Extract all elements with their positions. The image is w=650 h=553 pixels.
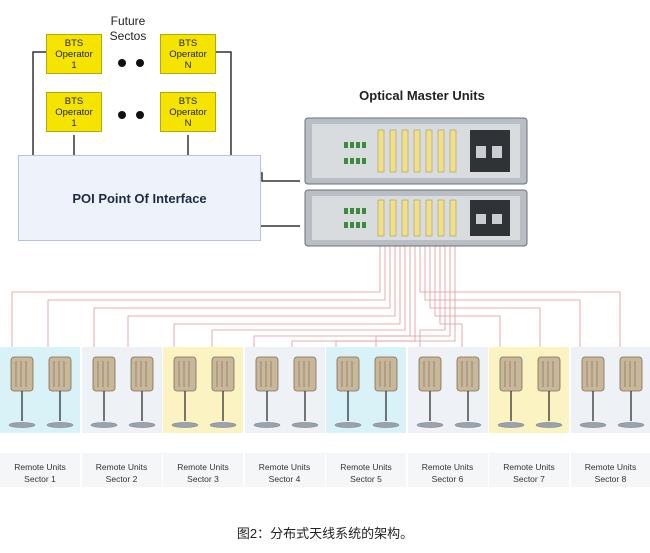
- sector-label-line2: Sector 3: [187, 474, 219, 484]
- bts-label-line1: BTS: [178, 96, 198, 107]
- remote-unit-icon: [416, 356, 443, 428]
- sector-label-line2: Sector 7: [513, 474, 545, 484]
- remote-unit-icon: [372, 356, 400, 428]
- bts-label-line1: BTS: [178, 38, 198, 49]
- sector-label-line2: Sector 2: [105, 474, 138, 484]
- remote-unit-icon: [334, 356, 362, 428]
- sector-label-line1: Remote Units: [503, 462, 555, 472]
- sector-label-line2: Sector 1: [24, 474, 56, 484]
- remote-unit-icon: [46, 356, 74, 428]
- remote-unit-icon: [90, 356, 117, 428]
- omu-title: Optical Master Units: [359, 88, 485, 103]
- rack-unit-bottom: [304, 189, 528, 247]
- bts-label-line2: Operator: [169, 107, 207, 118]
- sector-label-line1: Remote Units: [421, 462, 474, 472]
- remote-unit-icon: [171, 356, 199, 428]
- bts-label-line3: N: [184, 60, 192, 71]
- sector-6-caption-area: [407, 453, 488, 487]
- bts-label-line2: Operator: [55, 49, 93, 60]
- sector-label-line1: Remote Units: [258, 462, 311, 472]
- poi-box: POI Point Of Interface: [18, 155, 261, 241]
- bts-label-line2: Operator: [55, 107, 93, 118]
- sector-label-line2: Sector 6: [431, 474, 464, 484]
- sector-8-caption-area: [570, 453, 650, 487]
- sector-label-line1: Remote Units: [340, 462, 392, 472]
- sector-3-caption-area: [163, 453, 243, 487]
- future-label-line1: Future: [110, 14, 146, 28]
- sector-2-caption-area: [81, 453, 162, 487]
- bts-operator-n-top: BTS Operator N: [160, 34, 216, 74]
- bts-label-line1: BTS: [64, 96, 84, 107]
- bts-label-line2: Operator: [169, 49, 207, 60]
- remote-unit-icon: [579, 356, 606, 428]
- bts-operator-n-bottom: BTS Operator N: [160, 92, 216, 132]
- remote-unit-icon: [535, 356, 563, 428]
- sector-label-line1: Remote Units: [584, 462, 637, 472]
- bts-label-line3: 1: [71, 60, 77, 71]
- rack-unit-top: [304, 117, 528, 185]
- poi-label: POI Point Of Interface: [72, 190, 207, 206]
- sector-4-caption-area: [244, 453, 325, 487]
- remote-unit-icon: [617, 356, 644, 428]
- figure-caption: 图2：分布式天线系统的架构。: [236, 526, 414, 541]
- bts-label-line3: N: [184, 118, 192, 129]
- sector-7-caption-area: [489, 453, 569, 487]
- bts-label-line3: 1: [71, 118, 77, 129]
- sector-label-line2: Sector 4: [268, 474, 301, 484]
- remote-unit-icon: [128, 356, 155, 428]
- remote-unit-icon: [497, 356, 525, 428]
- sector-label-line2: Sector 5: [350, 474, 382, 484]
- bts-label-line1: BTS: [64, 38, 84, 49]
- sector-label-line1: Remote Units: [14, 462, 66, 472]
- future-label-line2: Sectos: [109, 29, 147, 43]
- remote-unit-icon: [209, 356, 237, 428]
- remote-unit-icon: [8, 356, 36, 428]
- bts-operator-1-top: BTS Operator 1: [46, 34, 102, 74]
- sector-1-caption-area: [0, 453, 80, 487]
- sector-5-caption-area: [326, 453, 406, 487]
- remote-unit-icon: [291, 356, 318, 428]
- bts-operator-1-bottom: BTS Operator 1: [46, 92, 102, 132]
- sector-label-line1: Remote Units: [95, 462, 148, 472]
- remote-unit-icon: [253, 356, 280, 428]
- remote-unit-icon: [454, 356, 481, 428]
- sector-label-line2: Sector 8: [594, 474, 627, 484]
- sector-label-line1: Remote Units: [177, 462, 229, 472]
- future-sectors-label: Future Sectos: [100, 14, 156, 44]
